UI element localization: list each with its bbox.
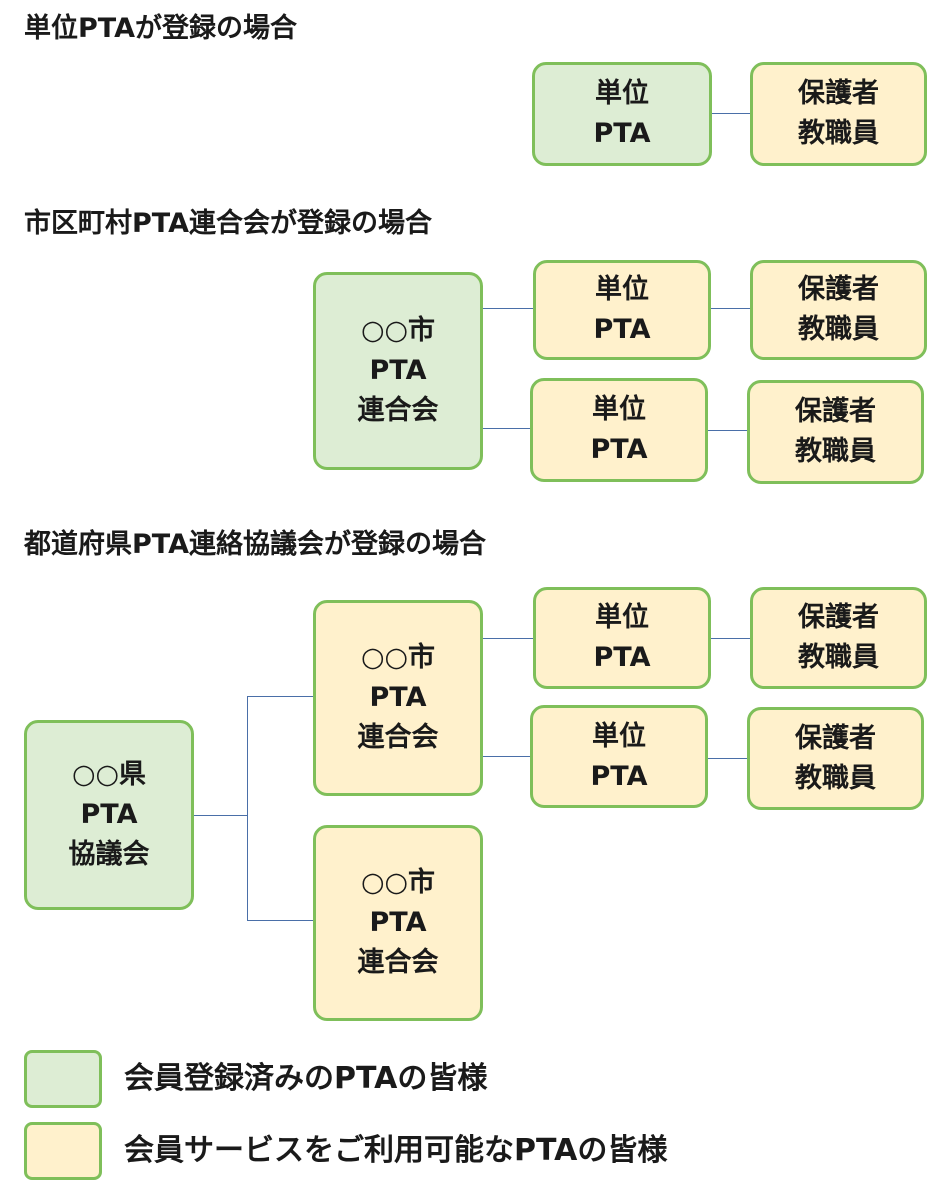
connector [483, 428, 530, 429]
box-label: ○○市 [360, 315, 436, 346]
box-label: PTA [593, 118, 651, 149]
connector [483, 308, 533, 309]
box-label: 協議会 [68, 839, 150, 870]
box-label: 連合会 [357, 395, 439, 426]
box-label: 保護者 [798, 274, 879, 305]
box-label: PTA [593, 314, 651, 345]
box-label: ○○市 [360, 642, 436, 673]
legend-label-available: 会員サービスをご利用可能なPTAの皆様 [124, 1133, 668, 1168]
connector [483, 638, 533, 639]
box-label: PTA [369, 682, 427, 713]
box-label: PTA [369, 355, 427, 386]
unit-pta-box: 単位 PTA [532, 62, 712, 166]
legend-swatch-registered [24, 1050, 102, 1108]
members-box: 保護者 教職員 [747, 380, 924, 484]
connector [483, 756, 530, 757]
connector [247, 696, 313, 697]
connector [708, 430, 747, 431]
box-label: PTA [369, 907, 427, 938]
box-label: 教職員 [795, 436, 876, 467]
city-assoc-box: ○○市 PTA 連合会 [313, 600, 483, 796]
box-label: PTA [80, 799, 138, 830]
box-label: 単位 [592, 394, 646, 425]
box-label: 連合会 [357, 722, 439, 753]
section-heading-unit: 単位PTAが登録の場合 [24, 13, 298, 44]
connector [247, 696, 248, 921]
connector [247, 920, 313, 921]
box-label: PTA [593, 642, 651, 673]
connector [708, 758, 747, 759]
unit-pta-box: 単位 PTA [530, 705, 708, 808]
box-label: ○○市 [360, 867, 436, 898]
box-label: 単位 [595, 602, 649, 633]
city-assoc-box: ○○市 PTA 連合会 [313, 272, 483, 470]
connector [194, 815, 248, 816]
city-assoc-box: ○○市 PTA 連合会 [313, 825, 483, 1021]
connector [712, 113, 750, 114]
box-label: 保護者 [798, 602, 879, 633]
members-box: 保護者 教職員 [750, 587, 927, 689]
box-label: 保護者 [795, 396, 876, 427]
connector [711, 308, 750, 309]
section-heading-prefecture: 都道府県PTA連絡協議会が登録の場合 [24, 529, 487, 560]
members-box: 保護者 教職員 [750, 260, 927, 360]
legend-swatch-available [24, 1122, 102, 1180]
box-label: 単位 [592, 720, 646, 752]
box-label: 教職員 [795, 762, 876, 794]
box-label: 保護者 [798, 78, 879, 109]
box-label: 保護者 [795, 722, 876, 754]
box-label: 教職員 [798, 642, 879, 673]
box-label: 連合会 [357, 947, 439, 978]
unit-pta-box: 単位 PTA [533, 260, 711, 360]
box-label: 単位 [595, 78, 649, 109]
box-label: PTA [590, 434, 648, 465]
unit-pta-box: 単位 PTA [533, 587, 711, 689]
connector [711, 638, 750, 639]
unit-pta-box: 単位 PTA [530, 378, 708, 482]
box-label: 教職員 [798, 118, 879, 149]
section-heading-city: 市区町村PTA連合会が登録の場合 [24, 208, 433, 239]
box-label: ○○県 [71, 759, 147, 790]
box-label: PTA [590, 760, 648, 792]
box-label: 単位 [595, 274, 649, 305]
box-label: 教職員 [798, 314, 879, 345]
members-box: 保護者 教職員 [747, 707, 924, 810]
legend-label-registered: 会員登録済みのPTAの皆様 [124, 1061, 488, 1096]
members-box: 保護者 教職員 [750, 62, 927, 166]
pref-council-box: ○○県 PTA 協議会 [24, 720, 194, 910]
